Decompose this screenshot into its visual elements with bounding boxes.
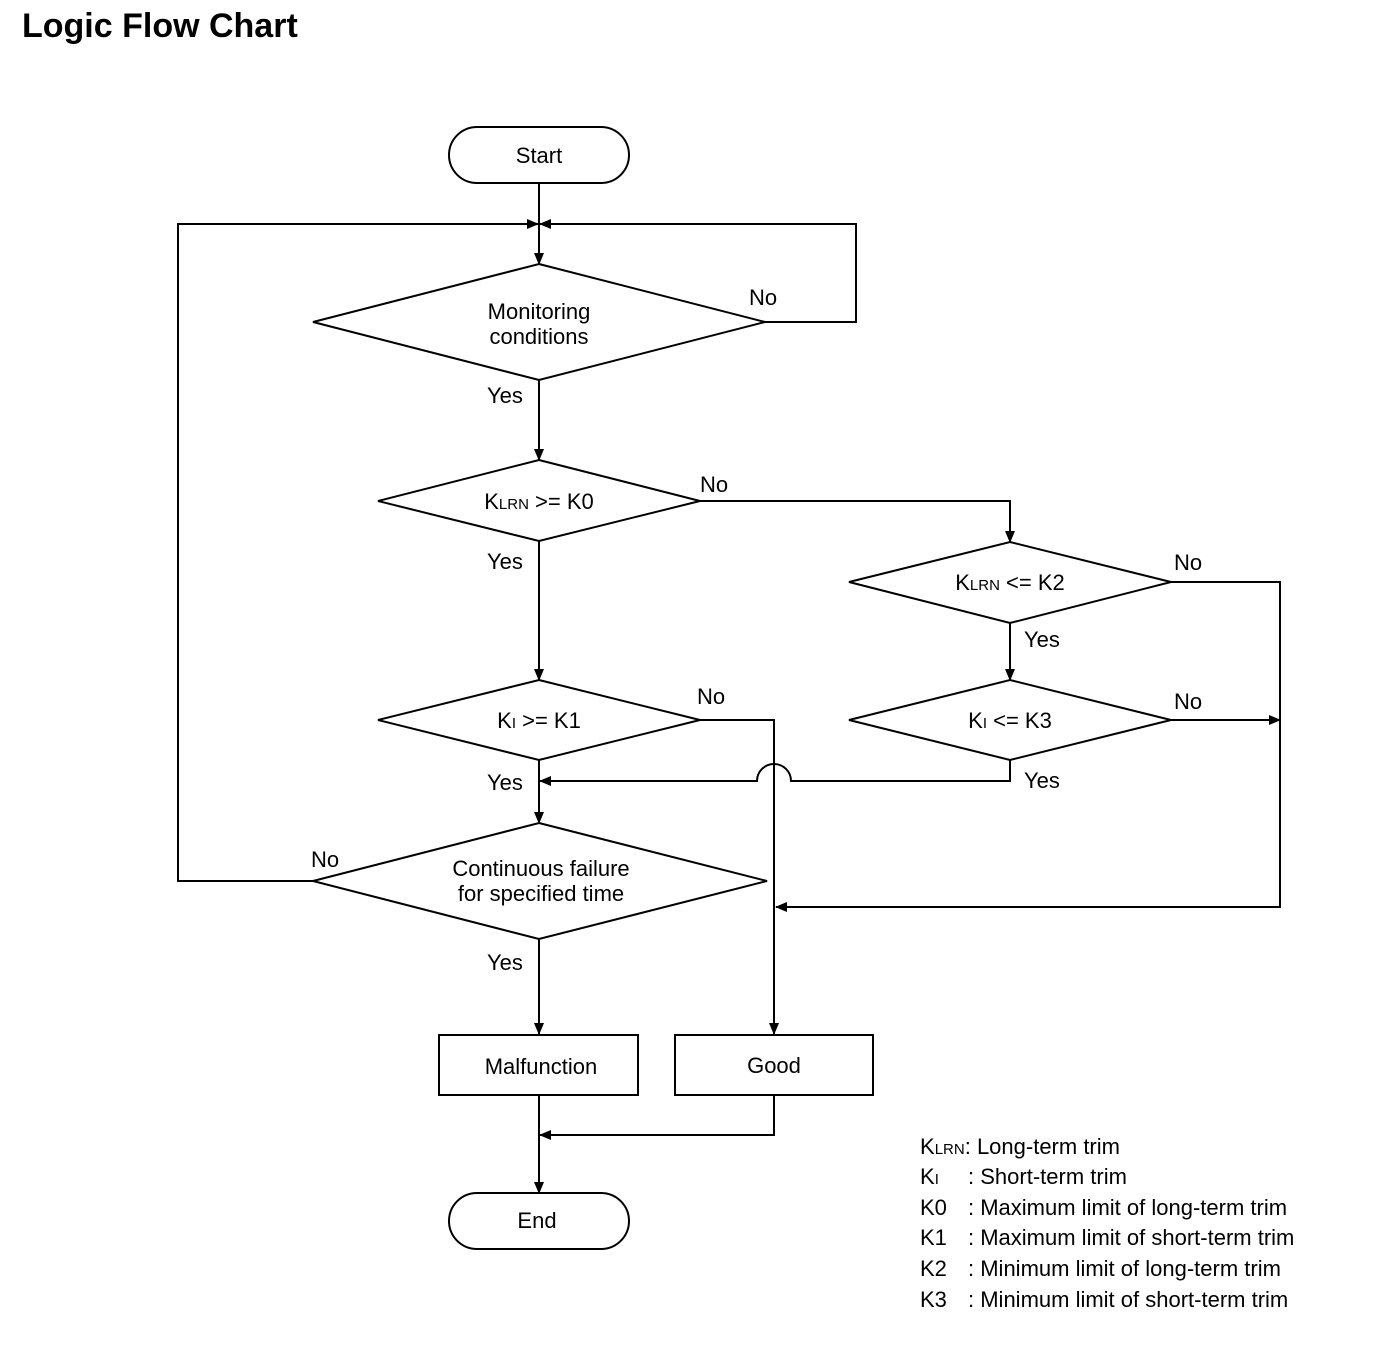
edge-k3-yes <box>539 760 1011 786</box>
good-label: Good <box>747 1053 801 1078</box>
ki-le-k3-label: KI <= K3 <box>968 708 1052 733</box>
k2-no-label: No <box>1174 550 1202 575</box>
k2-yes-label: Yes <box>1024 627 1060 652</box>
monitoring-no-label: No <box>749 285 777 310</box>
k1-yes-label: Yes <box>487 770 523 795</box>
monitoring-label-line1: Monitoring <box>488 299 591 324</box>
continuous-no-label: No <box>311 847 339 872</box>
start-terminator <box>448 126 630 184</box>
k0-no-label: No <box>700 472 728 497</box>
ki-ge-k1-label: KI >= K1 <box>497 708 581 733</box>
legend: KLRN: Long-term trim KI: Short-term trim… <box>920 1134 1294 1312</box>
legend-item: K3: Minimum limit of short-term trim <box>920 1287 1288 1312</box>
edge-k1-no <box>700 719 779 1035</box>
klrn-le-k2-label: KLRN <= K2 <box>955 570 1065 595</box>
continuous-yes-label: Yes <box>487 950 523 975</box>
edge-good-to-end <box>539 1095 775 1140</box>
legend-item: KI: Short-term trim <box>920 1164 1127 1189</box>
end-terminator <box>448 1192 630 1250</box>
malfunction-box <box>438 1034 639 1096</box>
monitoring-yes-label: Yes <box>487 383 523 408</box>
continuous-label-line2: for specified time <box>458 881 624 906</box>
continuous-failure-decision <box>312 821 768 941</box>
continuous-label-line1: Continuous failure <box>452 856 629 881</box>
klrn-le-k2-decision <box>848 540 1172 625</box>
page-title: Logic Flow Chart <box>22 7 298 45</box>
good-box <box>674 1034 874 1096</box>
k0-yes-label: Yes <box>487 549 523 574</box>
legend-item: K1: Maximum limit of short-term trim <box>920 1225 1294 1250</box>
k3-yes-label: Yes <box>1024 768 1060 793</box>
ki-le-k3-decision <box>848 678 1172 762</box>
ki-ge-k1-decision <box>377 678 701 762</box>
edge-continuous-no-loop <box>177 219 539 882</box>
legend-item: KLRN: Long-term trim <box>920 1134 1120 1159</box>
malfunction-label: Malfunction <box>485 1054 598 1079</box>
k1-no-label: No <box>697 684 725 709</box>
monitoring-label-line2: conditions <box>489 324 588 349</box>
monitoring-conditions-decision <box>312 262 766 382</box>
legend-item: K0: Maximum limit of long-term trim <box>920 1195 1287 1220</box>
edge-monitoring-no-loop <box>539 219 857 323</box>
edge-k2-no <box>775 581 1281 912</box>
klrn-ge-k0-label: KLRN >= K0 <box>484 489 594 514</box>
edge-k0-no <box>700 500 1015 543</box>
k3-no-label: No <box>1174 689 1202 714</box>
start-label: Start <box>516 143 562 168</box>
klrn-ge-k0-decision <box>377 458 701 543</box>
legend-item: K2: Minimum limit of long-term trim <box>920 1256 1281 1281</box>
end-label: End <box>517 1208 556 1233</box>
